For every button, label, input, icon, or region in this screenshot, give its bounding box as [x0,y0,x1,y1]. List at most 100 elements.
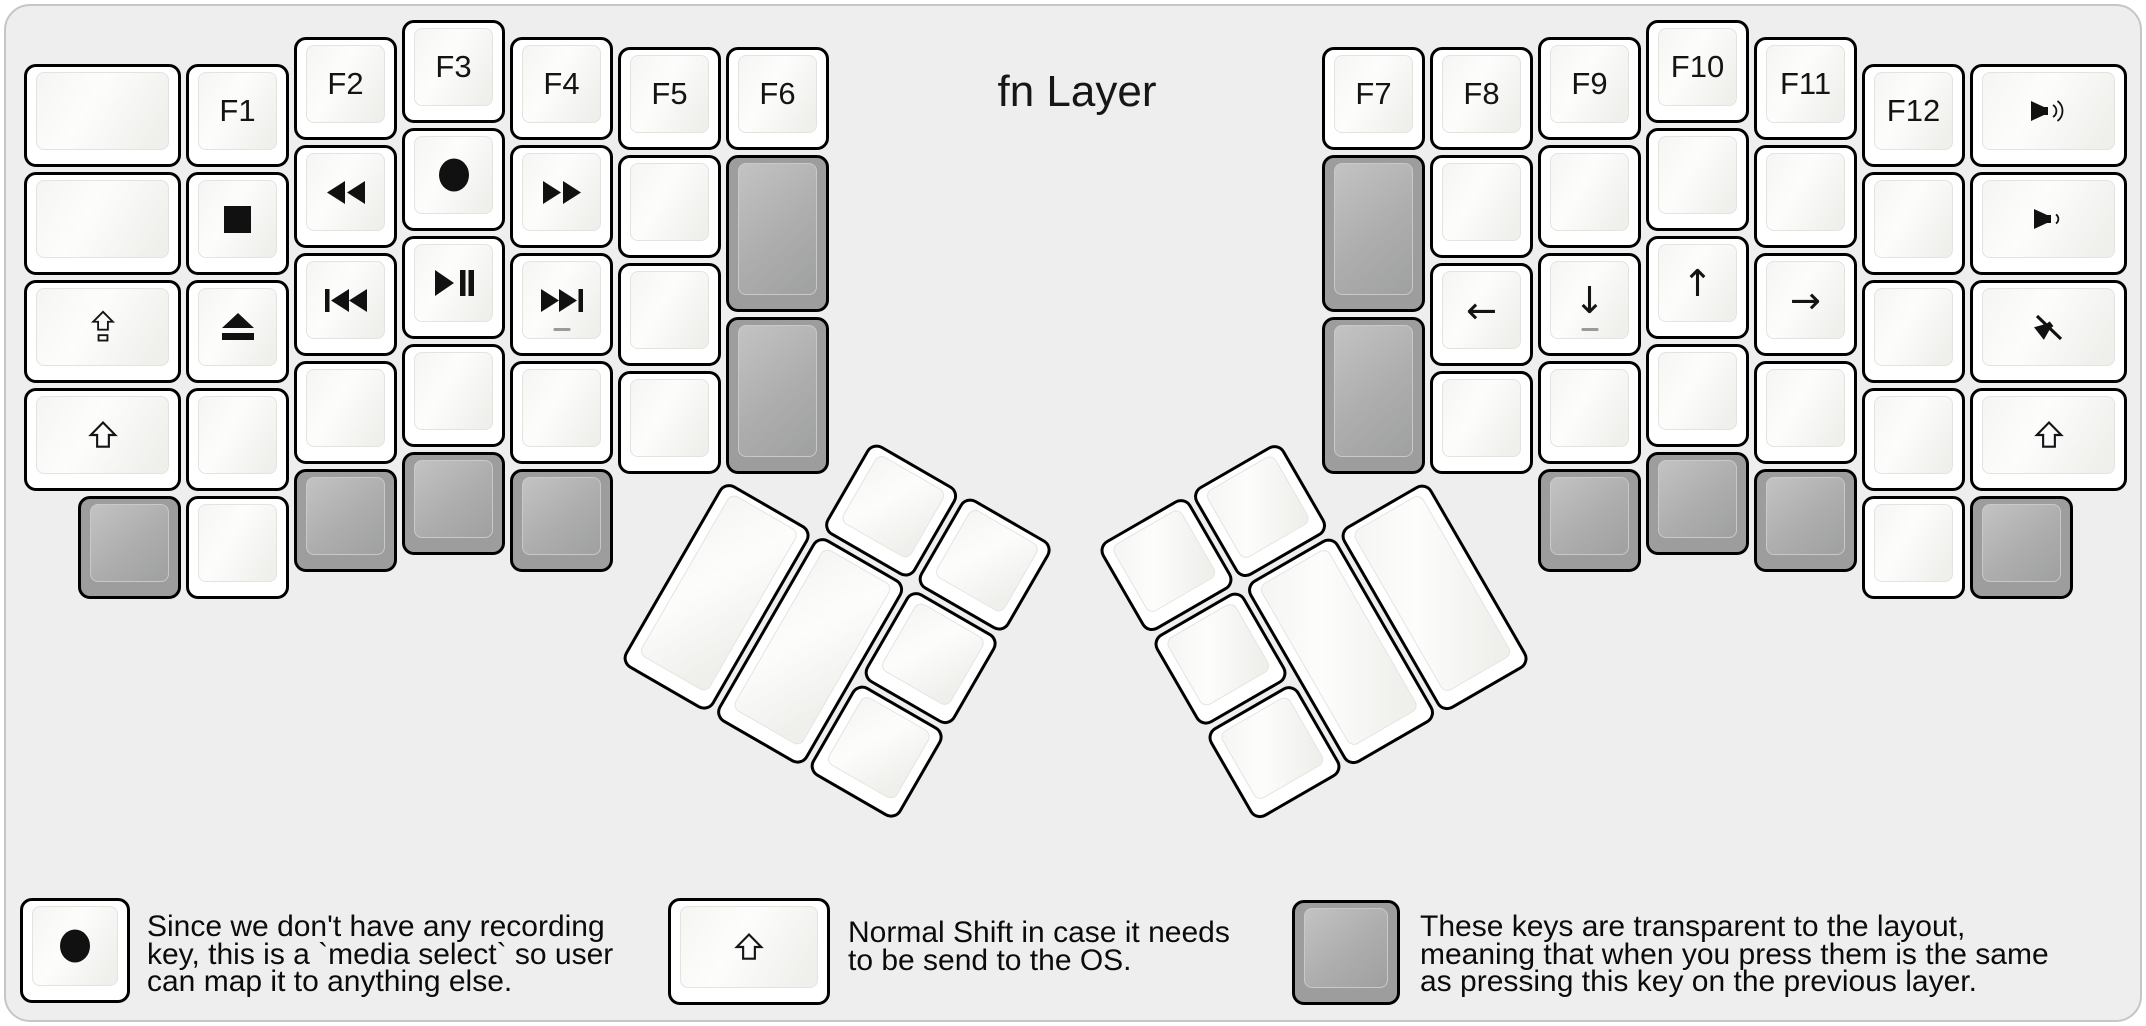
key-blank-r4[interactable] [1538,361,1641,464]
key-blank-r11-cap [1874,396,1953,474]
key-transparent-br4-cap [1982,504,2061,582]
legend-line: Normal Shift in case it needs [848,916,1230,949]
key-f2[interactable]: F2 [294,37,397,140]
key-blank-l3[interactable] [186,388,289,491]
key-f2-cap: F2 [306,45,385,123]
key-blank-r1-cap [1442,163,1521,241]
key-play-pause[interactable] [402,236,505,339]
key-record[interactable] [402,128,505,231]
key-f1[interactable]: F1 [186,64,289,167]
key-blank-r3-cap [1550,153,1629,231]
key-f6[interactable]: F6 [726,47,829,150]
key-mute-cap [1982,288,2115,366]
legend-key-transparent [1292,900,1400,1005]
key-blank-r11[interactable] [1862,388,1965,491]
key-transparent-br4[interactable] [1970,496,2073,599]
key-blank-r7[interactable] [1754,145,1857,248]
key-blank-l9[interactable] [618,371,721,474]
key-f3[interactable]: F3 [402,20,505,123]
key-f8[interactable]: F8 [1430,47,1533,150]
key-blank-l4[interactable] [294,361,397,464]
key-f10[interactable]: F10 [1646,20,1749,123]
key-blank-r2[interactable] [1430,371,1533,474]
key-blank-r6[interactable] [1646,344,1749,447]
legend-line: Since we don't have any recording [147,910,605,943]
key-arrow-up[interactable]: ↑ [1646,236,1749,339]
key-transparent-l-inner2[interactable] [726,317,829,474]
key-blank-r1[interactable] [1430,155,1533,258]
key-shift-left[interactable] [24,388,181,491]
key-blank-r3[interactable] [1538,145,1641,248]
key-arrow-left-label: ← [1465,288,1497,332]
key-next-track[interactable] [510,253,613,356]
key-blank-r5-cap [1658,136,1737,214]
key-blank-l7[interactable] [618,155,721,258]
key-caps-lock[interactable] [24,280,181,383]
key-blank-bottom-right[interactable] [1862,496,1965,599]
key-blank-l7-cap [630,163,709,241]
key-transparent-bl3[interactable] [402,452,505,555]
key-transparent-r-inner2[interactable] [1322,317,1425,474]
prev-icon [324,288,368,313]
key-volume-down[interactable] [1970,172,2127,275]
key-arrow-down[interactable]: ↓ [1538,253,1641,356]
mute-icon [2030,311,2068,343]
key-f3-cap: F3 [414,28,493,106]
key-blank-l6[interactable] [510,361,613,464]
key-shift-right[interactable] [1970,388,2127,491]
key-f12[interactable]: F12 [1862,64,1965,167]
key-prev-track[interactable] [294,253,397,356]
key-transparent-r-inner1-cap [1334,163,1413,295]
key-transparent-bl2-cap [306,477,385,555]
key-blank-r8[interactable] [1754,361,1857,464]
key-blank-l5[interactable] [402,344,505,447]
key-shift-right-cap [1982,396,2115,474]
key-blank-r5[interactable] [1646,128,1749,231]
key-rewind[interactable] [294,145,397,248]
key-blank-l8[interactable] [618,263,721,366]
legend-line: as pressing this key on the previous lay… [1420,965,1977,998]
key-transparent-bl1[interactable] [78,496,181,599]
playpause-icon [434,269,474,297]
key-transparent-l-inner1-cap [738,163,817,295]
key-volume-up[interactable] [1970,64,2127,167]
key-blank-l6-cap [522,369,601,447]
next-icon [540,288,584,313]
key-caps-lock-cap [36,288,169,366]
key-f5[interactable]: F5 [618,47,721,150]
key-blank-bottom-left[interactable] [186,496,289,599]
key-transparent-l-inner2-cap [738,325,817,457]
key-blank-r9[interactable] [1862,172,1965,275]
key-transparent-r-inner1[interactable] [1322,155,1425,312]
key-arrow-left[interactable]: ← [1430,263,1533,366]
key-arrow-right-cap: → [1766,261,1845,339]
key-f3-label: F3 [435,49,472,84]
key-transparent-br1-cap [1550,477,1629,555]
key-f4[interactable]: F4 [510,37,613,140]
key-transparent-br2[interactable] [1646,452,1749,555]
key-fast-forward-cap [522,153,601,231]
key-blank-r10[interactable] [1862,280,1965,383]
key-blank-bottom-right-cap [1874,504,1953,582]
key-transparent-l-inner1[interactable] [726,155,829,312]
key-transparent-br1[interactable] [1538,469,1641,572]
key-f1-cap: F1 [198,72,277,150]
key-arrow-down-cap: ↓ [1550,261,1629,339]
key-f4-cap: F4 [522,45,601,123]
key-mute[interactable] [1970,280,2127,383]
key-f11[interactable]: F11 [1754,37,1857,140]
key-transparent-bl4[interactable] [510,469,613,572]
key-arrow-right[interactable]: → [1754,253,1857,356]
key-f9[interactable]: F9 [1538,37,1641,140]
key-stop-cap [198,180,277,258]
key-blank-l1[interactable] [24,64,181,167]
key-transparent-bl2[interactable] [294,469,397,572]
key-fast-forward[interactable] [510,145,613,248]
key-f7[interactable]: F7 [1322,47,1425,150]
key-stop[interactable] [186,172,289,275]
key-eject[interactable] [186,280,289,383]
key-transparent-br3[interactable] [1754,469,1857,572]
key-blank-l2[interactable] [24,172,181,275]
key-arrow-up-label: ↑ [1681,261,1713,305]
key-blank-l9-cap [630,379,709,457]
